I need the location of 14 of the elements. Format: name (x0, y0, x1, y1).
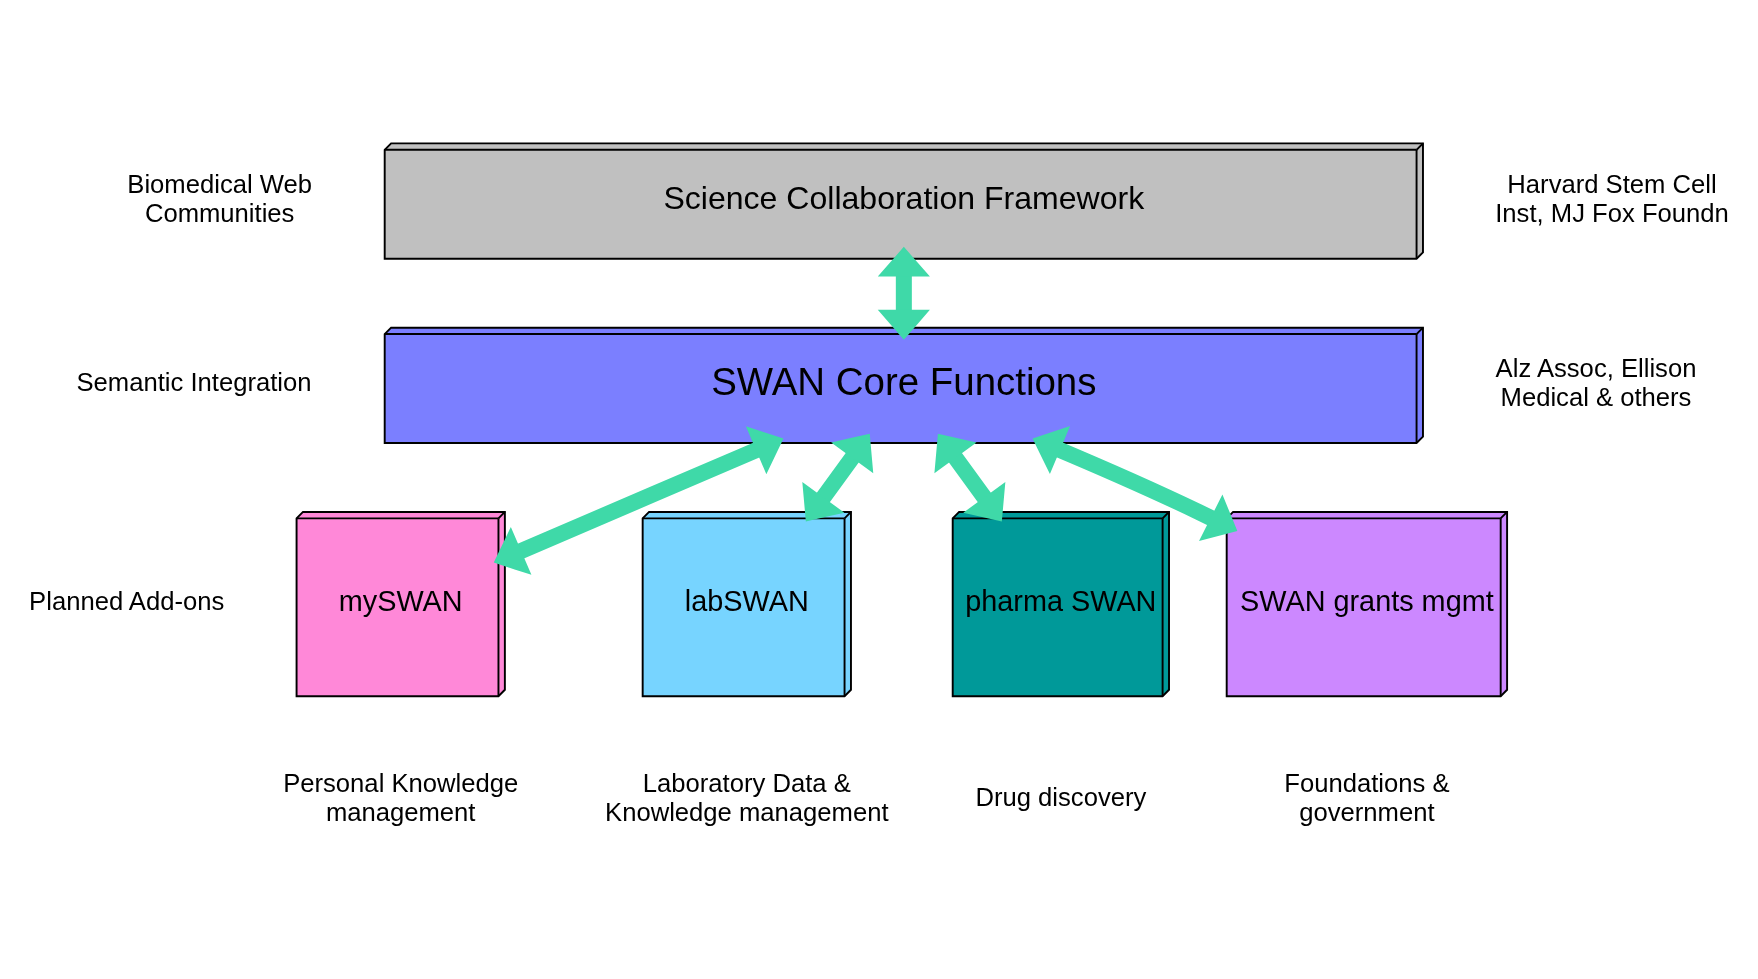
node-label: Drug discovery (975, 783, 1147, 812)
arrow (877, 246, 930, 340)
label: Planned Add-ons (29, 587, 225, 616)
node-label: Alz Assoc, Ellison Medical & others (1495, 354, 1697, 411)
arrow (934, 433, 1006, 522)
arrow (493, 426, 784, 575)
node-label: Harvard Stem Cell Inst, MJ Fox Foundn (1495, 169, 1729, 227)
node-label: Laboratory Data & Knowledge management (605, 769, 889, 826)
node-label: Foundations & government (1284, 769, 1450, 826)
arrow (802, 433, 874, 522)
node-label: Personal Knowledge management (283, 769, 519, 826)
arrow (1032, 425, 1238, 542)
node-label: Biomedical Web Communities (127, 169, 313, 227)
node-label: Semantic Integration (76, 368, 312, 397)
